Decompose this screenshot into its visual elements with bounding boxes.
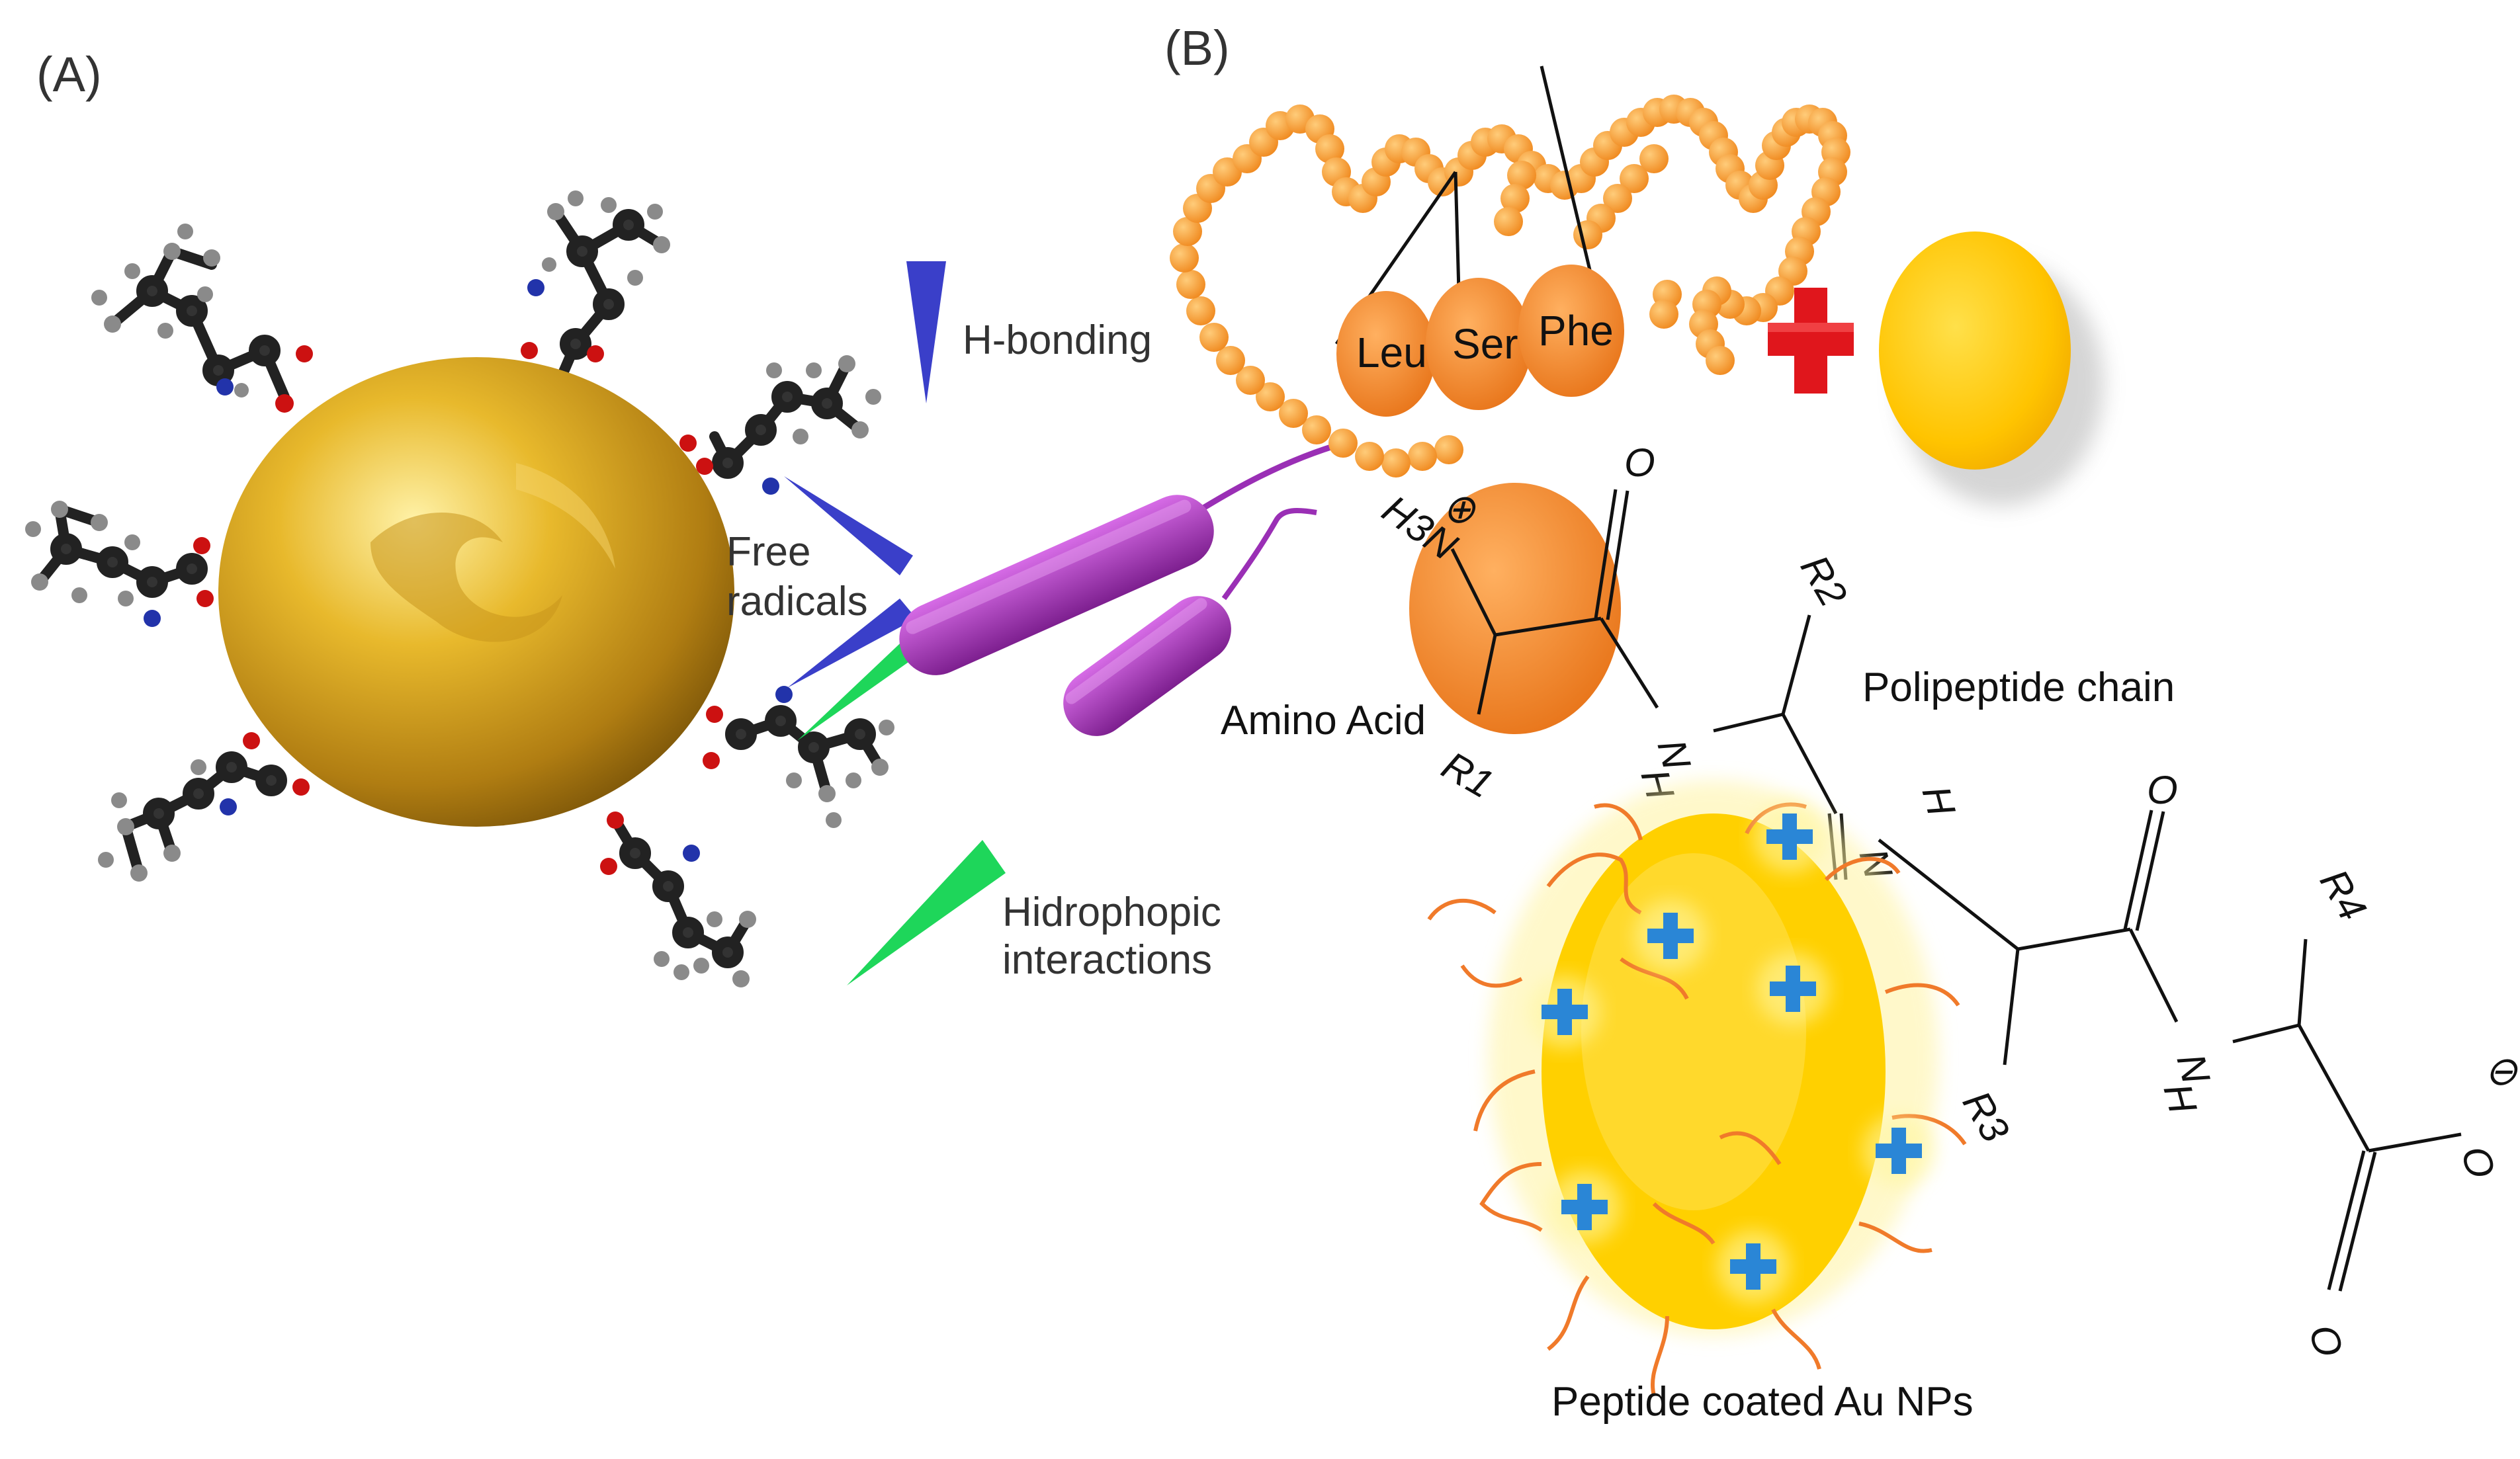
peptide-strand — [1546, 853, 1642, 915]
h-bonding-wedge-icon — [906, 261, 946, 403]
residue-ser: Ser — [1452, 320, 1518, 368]
chain-bead — [1494, 207, 1523, 236]
chain-bead — [1706, 346, 1735, 375]
positive-charge-icon — [1862, 1114, 1935, 1187]
interactions-label: interactions — [1002, 937, 1212, 983]
radicals-label: radicals — [726, 579, 868, 624]
positive-charge-icon — [1634, 899, 1707, 972]
positive-charge-icon — [1757, 952, 1829, 1025]
peptide-strand — [1719, 1131, 1782, 1165]
positive-charge-icon — [1548, 1171, 1621, 1243]
positive-charge-icon — [1528, 976, 1601, 1048]
peptide-strand — [1594, 803, 1643, 841]
chain-bead — [1639, 144, 1669, 173]
carboxylate-o: O — [2453, 1142, 2503, 1183]
chain-bead — [1408, 442, 1437, 471]
hydrophobic-arrow-icon — [797, 622, 933, 741]
h-bonding-arrow-icon — [784, 476, 913, 575]
peptide-strand — [1651, 1315, 1669, 1396]
positive-charge-label: ⊕ — [1442, 487, 1476, 531]
polipeptide-chain-label: Polipeptide chain — [1862, 665, 2175, 710]
residue-leu: Leu — [1356, 329, 1427, 376]
hidrophopic-label: Hidrophopic — [1002, 890, 1221, 935]
hydrophobic-wedge-icon — [847, 840, 1006, 985]
peptide-strand — [1479, 1162, 1543, 1232]
r2-label: R2 — [1792, 548, 1856, 614]
amino-acid-sphere — [1409, 483, 1621, 734]
peptide-strand — [1547, 1275, 1590, 1351]
chain-bead — [1173, 217, 1202, 246]
positive-charge-icon — [1717, 1230, 1790, 1303]
gold-nanoparticle-icon — [1879, 231, 2104, 506]
h-bonding-label: H-bonding — [963, 317, 1152, 363]
free-label: Free — [726, 529, 810, 575]
peptide-strand — [1473, 1069, 1536, 1132]
chain-bead — [1500, 184, 1530, 213]
chain-bead — [1603, 184, 1632, 213]
chain-bead — [1170, 243, 1199, 272]
residue-phe: Phe — [1538, 307, 1614, 354]
chain-bead — [1236, 366, 1265, 395]
peptide-strand — [1824, 856, 1901, 882]
carbonyl-o-1: O — [1624, 440, 1655, 485]
peptide-strand — [1884, 983, 1960, 1007]
chain-bead — [1256, 382, 1285, 411]
chain-bead — [1176, 270, 1205, 299]
peptide-strand — [1460, 964, 1523, 988]
positive-charge-icon — [1753, 800, 1826, 873]
plus-icon — [1768, 288, 1854, 394]
chain-bead — [1355, 442, 1384, 471]
chain-bead — [1649, 300, 1678, 329]
chain-bead — [1199, 323, 1229, 352]
chain-bead — [1434, 435, 1463, 464]
amide-h-2: H — [1913, 781, 1964, 821]
chain-bead — [1315, 134, 1344, 163]
chain-bead — [1507, 161, 1536, 190]
peptide-coated-label: Peptide coated Au NPs — [1551, 1379, 1974, 1425]
chain-bead — [1302, 415, 1331, 444]
carbonyl-o-3: O — [2300, 1320, 2351, 1361]
chain-bead — [1279, 399, 1308, 428]
r1-label: R1 — [1435, 743, 1501, 806]
chain-bead — [1620, 164, 1649, 193]
h-bonding-arrow-2-icon — [787, 599, 916, 688]
panel-b-label: (B) — [1164, 21, 1230, 75]
peptide-strand — [1771, 1308, 1821, 1370]
panel-a-label: (A) — [36, 47, 102, 102]
chain-bead — [1216, 346, 1245, 375]
peptide-strand — [1652, 1202, 1716, 1245]
chain-bead — [1381, 448, 1411, 478]
peptide-strand — [1427, 898, 1497, 921]
gold-nanoparticle-icon — [218, 357, 734, 827]
negative-charge-label: ⊖ — [2484, 1049, 2518, 1093]
peptide-chain-icon — [1170, 95, 1850, 478]
peptide-strand — [1620, 957, 1689, 1000]
peptide-strand — [1858, 1222, 1933, 1253]
chain-bead — [1328, 429, 1358, 458]
amide-h-3: H — [2155, 1079, 2205, 1118]
residue-beads: Leu Ser Phe — [1336, 265, 1624, 417]
carbonyl-o-2: O — [2147, 768, 2178, 812]
chain-bead — [1186, 296, 1215, 325]
peptide-coated-nanoparticle-icon — [1427, 780, 1967, 1396]
amino-acid-ball-stick-icon — [25, 190, 894, 987]
bacterium-icon — [1063, 508, 1317, 736]
r4-label: R4 — [2312, 862, 2375, 928]
amino-acid-label: Amino Acid — [1221, 698, 1426, 743]
